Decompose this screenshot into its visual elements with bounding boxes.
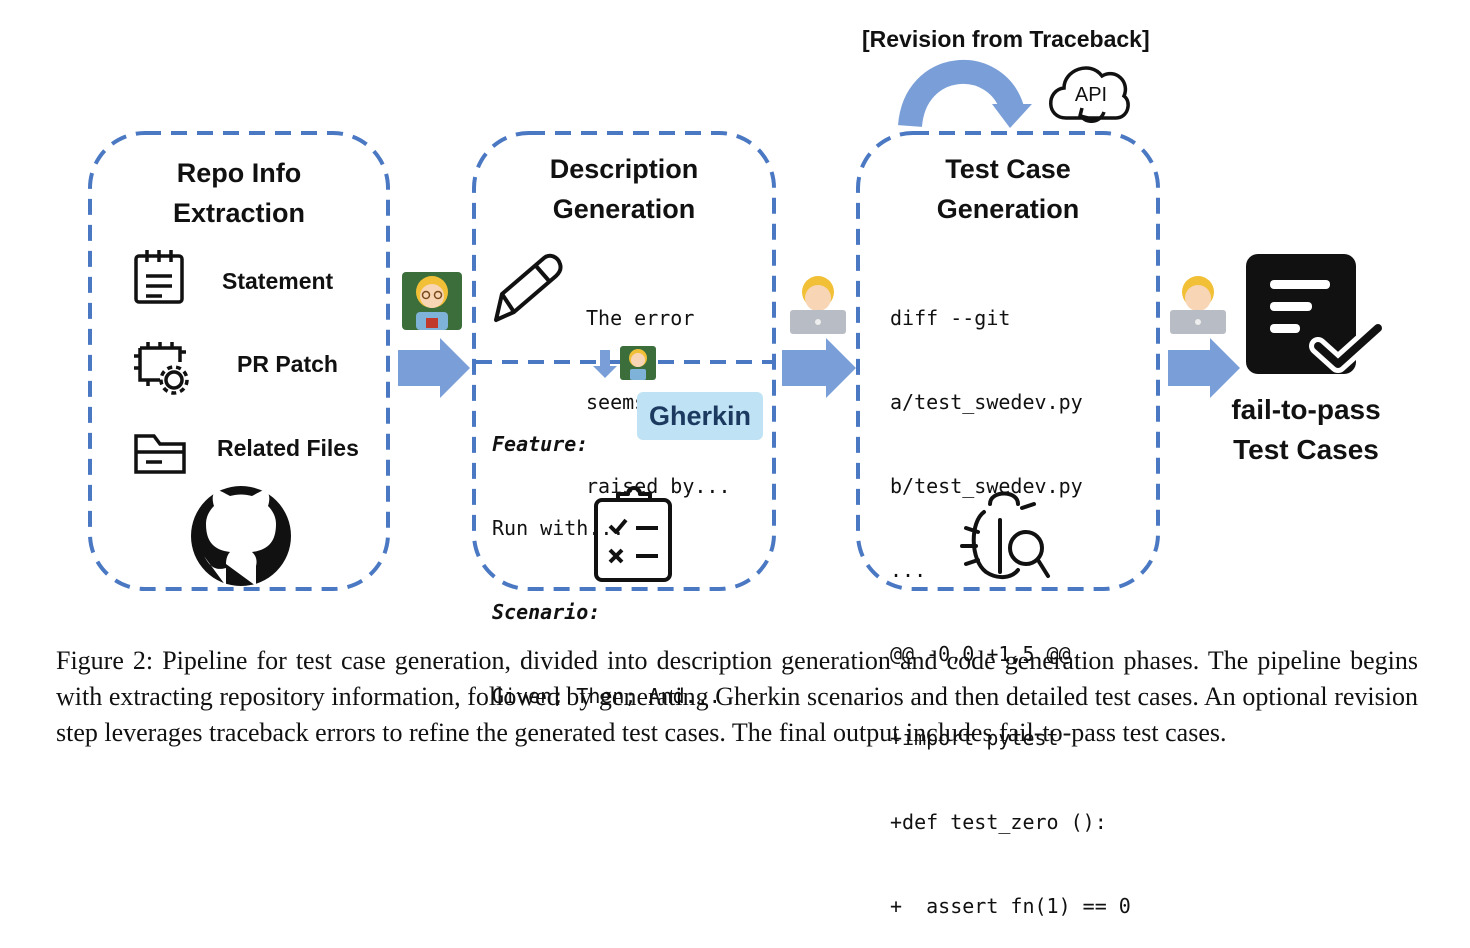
gherkin-scenario-text: Given; Then; And... [492, 684, 721, 708]
description-title-line1: Description [549, 154, 699, 184]
gherkin-scenario-keyword: Scenario: [492, 600, 601, 624]
gherkin-feature-text: Run with... [492, 516, 625, 540]
figure-caption: Figure 2: Pipeline for test case generat… [56, 646, 1418, 747]
revision-label: [Revision from Traceback] [862, 26, 1150, 52]
code-line: +import pytest [890, 726, 1059, 750]
small-teacher-emoji-icon [620, 346, 656, 380]
document-check-icon [1246, 254, 1387, 374]
description-stage-box [472, 131, 776, 591]
repo-title-line2: Extraction [172, 198, 306, 228]
testcase-title-line1: Test Case [945, 154, 1071, 184]
code-line: diff --git [890, 306, 1011, 330]
folder-icon [134, 434, 186, 474]
code-line: ... [890, 558, 927, 582]
code-line: a/test_swedev.py [890, 390, 1083, 414]
code-line: +def test_zero (): [890, 810, 1107, 834]
description-text-line: The error [586, 306, 695, 330]
output-line1: fail-to-pass [1231, 394, 1381, 425]
pencil-icon [494, 253, 563, 322]
flow-arrow-3 [1168, 338, 1240, 398]
small-down-arrow [593, 350, 617, 378]
checklist-icon [594, 486, 672, 582]
output-label: fail-to-pass Test Cases [1206, 390, 1406, 470]
testcase-stage-title: Test Case Generation [858, 149, 1158, 229]
test-code-block: diff --git a/test_swedev.py b/test_swede… [890, 248, 1131, 948]
testcase-stage-box [856, 131, 1160, 591]
pipeline-diagram [88, 60, 1387, 591]
revision-arrow [898, 60, 1024, 128]
api-cloud-icon [1049, 66, 1130, 123]
pr-patch-label: PR Patch [237, 351, 338, 377]
statement-label: Statement [222, 268, 334, 294]
gherkin-badge: Gherkin [637, 392, 763, 440]
repo-stage-title: Repo Info Extraction [90, 153, 388, 233]
clipboard-icon [134, 250, 184, 304]
description-text-line: raised by... [586, 474, 731, 498]
description-stage-title: Description Generation [474, 149, 774, 229]
gherkin-scenario: Feature: Run with... Scenario: Given; Th… [492, 374, 721, 738]
code-line: @@ -0,0 +1,5 @@ [890, 642, 1071, 666]
revision-arrow-head [992, 104, 1032, 128]
developer-emoji-icon-1 [790, 276, 846, 334]
flow-arrow-1 [398, 338, 470, 398]
developer-emoji-icon-2 [1170, 276, 1226, 334]
teacher-emoji-icon [402, 272, 462, 330]
output-line2: Test Cases [1233, 434, 1379, 465]
api-label: API [1074, 84, 1108, 106]
gherkin-feature-keyword: Feature: [492, 432, 589, 456]
related-files-label: Related Files [217, 435, 359, 461]
chip-gear-icon [134, 342, 189, 395]
flow-arrow-2 [782, 338, 856, 398]
description-text: The error seems to be raised by... [586, 248, 731, 528]
code-line: + assert fn(1) == 0 [890, 894, 1131, 918]
repo-title-line1: Repo Info [176, 158, 302, 188]
bug-search-icon [960, 491, 1050, 579]
repo-stage-box [88, 131, 390, 591]
code-line: b/test_swedev.py [890, 474, 1083, 498]
github-icon [191, 486, 291, 586]
testcase-title-line2: Generation [936, 194, 1080, 224]
description-title-line2: Generation [552, 194, 696, 224]
